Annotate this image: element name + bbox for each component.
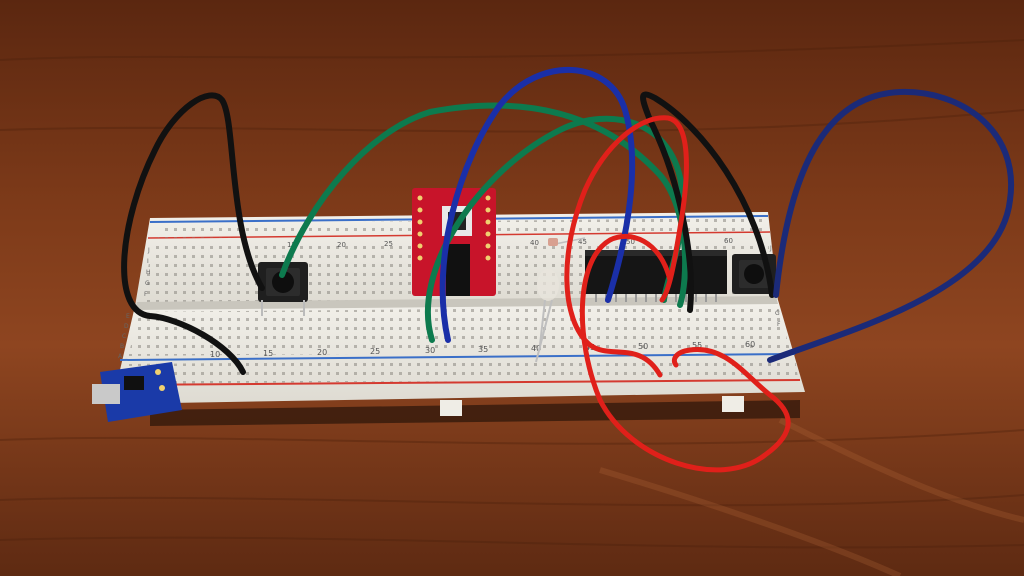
row-label: A <box>118 353 123 360</box>
row-labels-left: J I H G F E D C B A <box>118 247 151 360</box>
column-label: 30 <box>425 346 435 355</box>
wood-grain <box>0 39 1024 549</box>
row-label: B <box>120 343 124 350</box>
column-label: 55 <box>692 341 702 350</box>
column-label: 20 <box>317 348 327 357</box>
column-label: 60 <box>745 340 755 349</box>
ic-chip <box>585 250 727 302</box>
row-label: C <box>122 333 126 340</box>
wire-black-right <box>640 91 775 313</box>
row-label: D <box>124 323 129 330</box>
column-label: 25 <box>370 347 380 356</box>
wire-navy-right <box>767 88 1015 363</box>
column-label: 20 <box>337 241 346 249</box>
row-label: G <box>775 310 780 317</box>
hole-field-bottom-rail <box>120 358 798 384</box>
wire-blue-middle <box>439 67 636 343</box>
hole-field-lower <box>128 306 790 356</box>
column-label: 35 <box>478 345 488 354</box>
column-label: 10 <box>210 350 220 359</box>
wire-red-upper <box>564 115 689 378</box>
wire-red-lower <box>579 233 791 473</box>
row-label: J <box>147 247 150 254</box>
board-shadow <box>150 400 800 426</box>
column-label: 50 <box>626 238 635 246</box>
row-label: F <box>144 291 148 298</box>
column-label: 60 <box>724 237 733 245</box>
row-label: J <box>769 245 772 252</box>
row-label: H <box>146 269 151 276</box>
column-label: 45 <box>578 238 587 246</box>
wire-black-left <box>121 92 265 375</box>
row-label: F <box>777 321 781 328</box>
row-label: E <box>126 313 130 320</box>
wood-highlight <box>599 417 1024 576</box>
column-label: 40 <box>530 239 539 247</box>
bottom-rail-red-line <box>114 379 801 386</box>
board-foot <box>440 400 462 416</box>
wires <box>121 67 1015 473</box>
column-label: 15 <box>287 241 296 249</box>
column-label: 25 <box>384 240 393 248</box>
column-label: 50 <box>638 342 648 351</box>
row-label: G <box>145 280 150 287</box>
left-pushbutton <box>258 262 308 316</box>
row-label: I <box>147 258 149 265</box>
column-label: 15 <box>263 349 273 358</box>
led <box>535 269 559 363</box>
charger-module <box>92 362 182 422</box>
center-channel <box>135 296 778 310</box>
column-label: 40 <box>531 344 541 353</box>
board-foot <box>722 396 744 412</box>
